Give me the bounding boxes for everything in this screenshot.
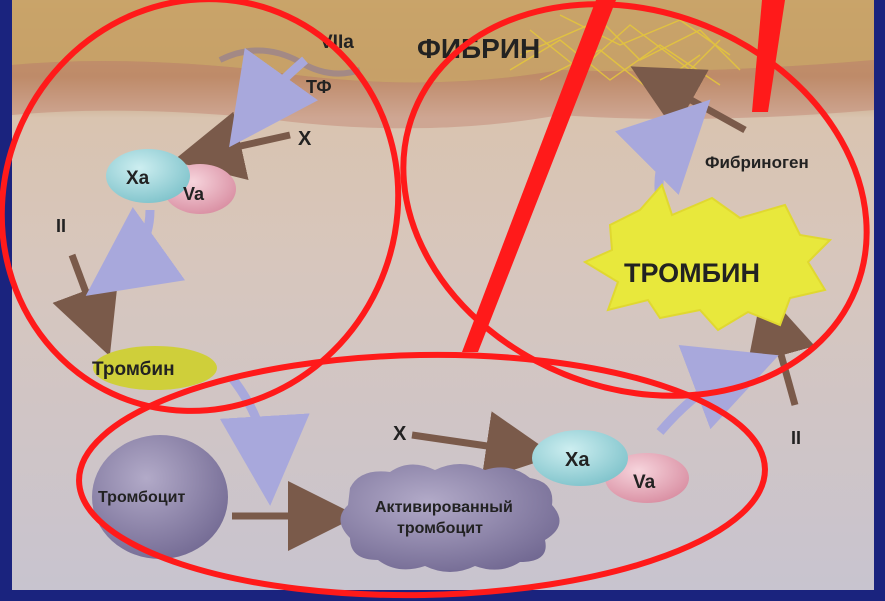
ii-right-label: II <box>791 428 801 448</box>
tf-label: ТФ <box>306 77 332 97</box>
va-bottom-label: Va <box>633 472 656 493</box>
thrombin-small-label: Тромбин <box>92 359 175 380</box>
platelet-label: Тромбоцит <box>98 489 185 506</box>
fibrinogen-label: Фибриноген <box>705 153 809 172</box>
x-top-label: X <box>298 128 312 150</box>
x-bottom-label: X <box>393 423 407 445</box>
activated-platelet-shape <box>340 464 559 572</box>
thrombin-big-label: ТРОМБИН <box>624 258 760 288</box>
va-top-label: Va <box>183 184 205 204</box>
activated-platelet-label-line2: тромбоцит <box>397 520 483 537</box>
xa-top-label: Xa <box>126 168 150 189</box>
xa-bottom-label: Xa <box>565 449 590 471</box>
activated-platelet-label-line1: Активированный <box>375 499 513 516</box>
ii-left-label: II <box>56 216 66 236</box>
